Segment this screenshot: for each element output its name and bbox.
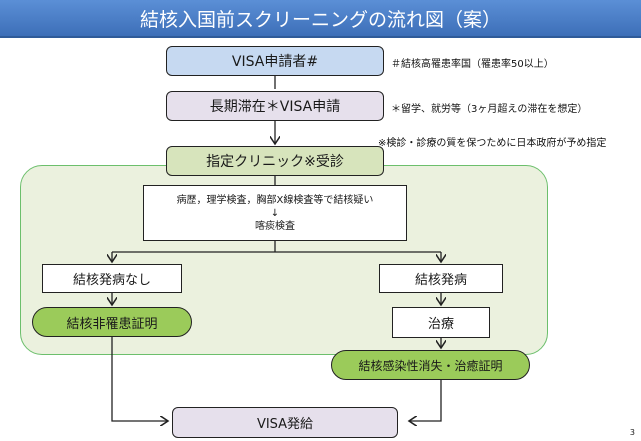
exam-box: 病歴，理学検査，胸部X線検査等で結核疑い ↓ 喀痰検査 bbox=[143, 185, 407, 241]
tb-onset-box: 結核発病 bbox=[379, 264, 503, 293]
designated-clinic-note: ※検診・診療の質を保つために日本政府が予め指定 bbox=[378, 138, 607, 149]
page-number: 3 bbox=[629, 428, 635, 437]
connector-cert-visa bbox=[111, 337, 168, 421]
cure-certificate: 結核感染性消失・治癒証明 bbox=[331, 350, 530, 380]
exam-line-2: 喀痰検査 bbox=[255, 220, 295, 232]
long-stay-visa-box: 長期滞在＊VISA申請 bbox=[166, 91, 384, 121]
no-tb-box: 結核発病なし bbox=[42, 264, 182, 293]
visa-applicant-box: VISA申請者# bbox=[166, 46, 384, 76]
visa-issue-box: VISA発給 bbox=[172, 407, 398, 438]
page-title: 結核入国前スクリーニングの流れ図（案） bbox=[0, 0, 641, 38]
exam-line-1: 病歴，理学検査，胸部X線検査等で結核疑い bbox=[176, 194, 374, 206]
designated-clinic-box: 指定クリニック※受診 bbox=[166, 146, 384, 176]
connector-cure-visa bbox=[409, 380, 442, 421]
non-infection-certificate: 結核非罹患証明 bbox=[32, 307, 192, 337]
long-stay-note: ＊留学、就労等（3ヶ月超えの滞在を想定） bbox=[391, 104, 588, 115]
treatment-box: 治療 bbox=[392, 307, 490, 338]
exam-arrow: ↓ bbox=[270, 207, 280, 219]
high-incidence-note: ＃結核高罹患率国（罹患率50以上） bbox=[391, 59, 554, 70]
